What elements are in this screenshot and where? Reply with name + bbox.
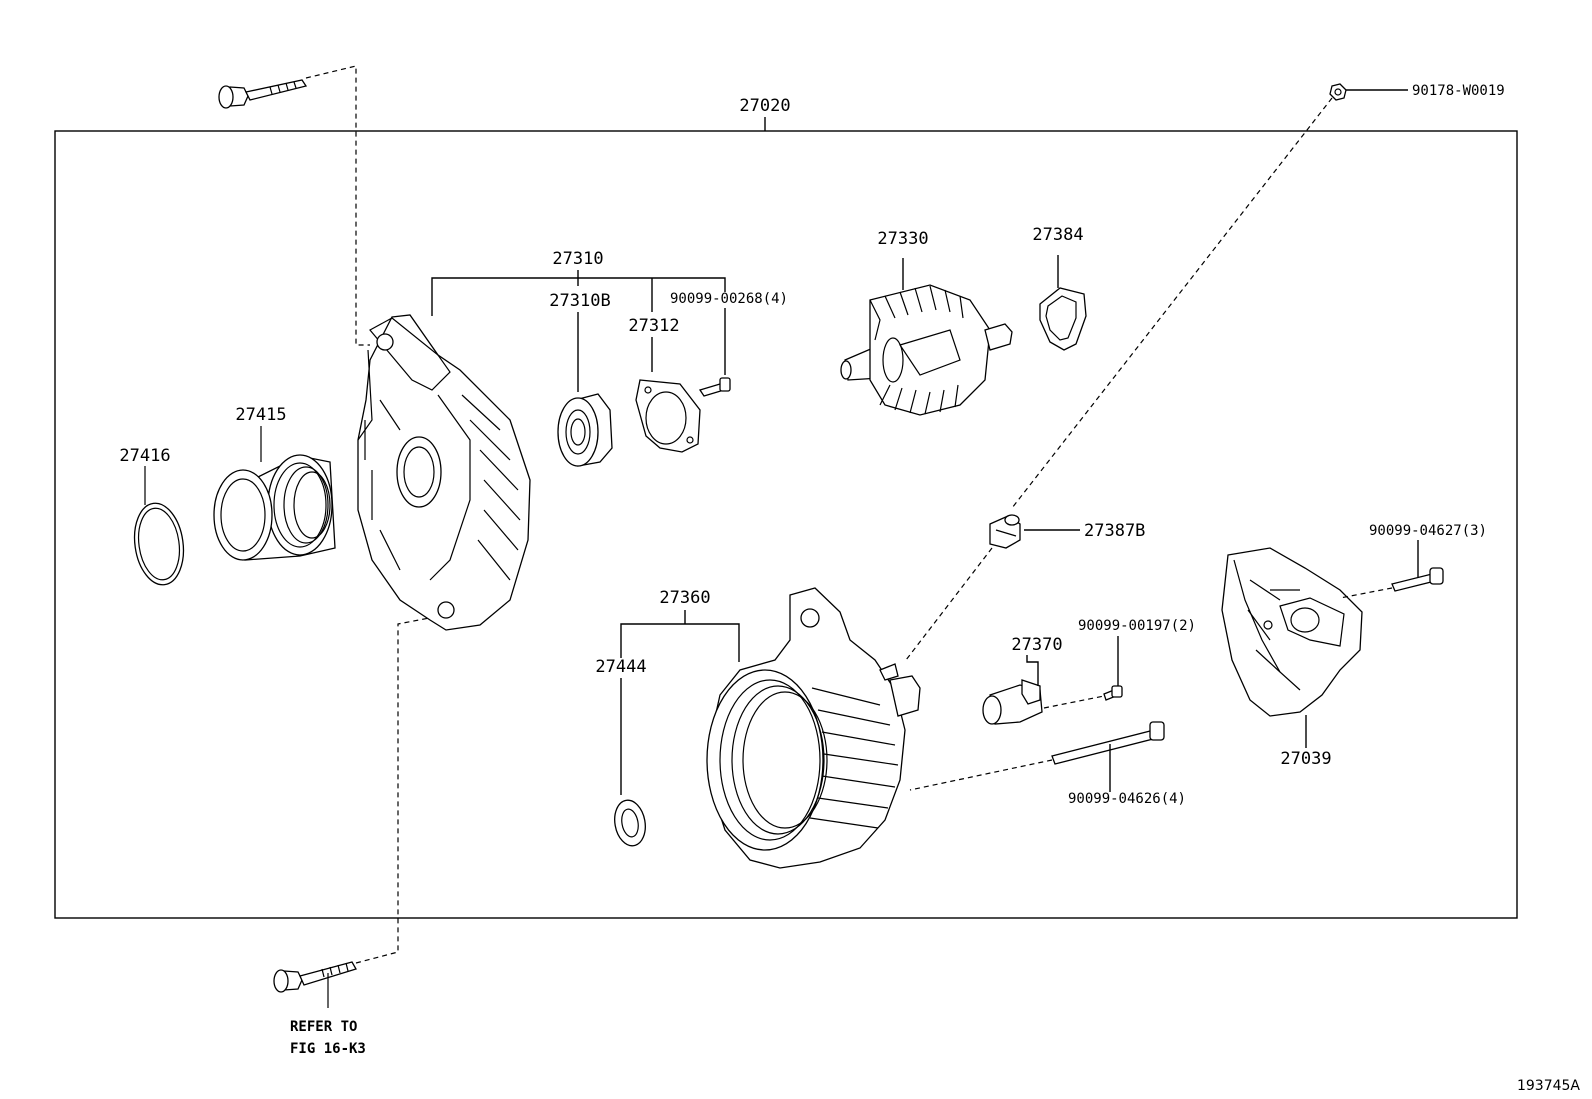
label-90099-04626: 90099-04626(4) [1068,791,1186,807]
part-27330-rotor[interactable] [840,284,1013,416]
label-27330: 27330 [877,229,928,249]
label-27444: 27444 [595,657,646,677]
figure-id: 193745A [1517,1078,1580,1094]
label-27387b: 27387B [1084,521,1145,541]
lower-through-bolt[interactable] [273,961,357,993]
part-27360-rectifier-end-frame[interactable] [706,587,921,869]
part-27312-retainer[interactable] [635,379,701,453]
refer-text-line1: REFER TO [290,1019,357,1035]
label-27020: 27020 [739,96,790,116]
bolt-90099-04626[interactable] [1051,721,1165,765]
label-27384: 27384 [1032,225,1083,245]
label-90178-w0019: 90178-W0019 [1412,83,1505,99]
assembly-frame [54,130,1518,919]
label-90099-00197: 90099-00197(2) [1078,618,1196,634]
part-27415-pulley[interactable] [213,454,336,561]
label-27312: 27312 [628,316,679,336]
part-27387b-insulator[interactable] [989,514,1021,549]
nut-90178-w0019[interactable] [1329,83,1347,101]
label-90099-00268: 90099-00268(4) [670,291,788,307]
label-90099-04627: 90099-04627(3) [1369,523,1487,539]
label-27310b: 27310B [549,291,610,311]
screw-90099-00197[interactable] [1103,685,1123,701]
part-27370-regulator[interactable] [982,679,1043,725]
part-27310b-bearing[interactable] [557,393,613,467]
part-27384-cover[interactable] [1039,287,1087,351]
bolt-90099-04627[interactable] [1391,567,1444,592]
part-27310-drive-end-frame[interactable] [357,314,531,631]
label-27360: 27360 [659,588,710,608]
screw-90099-00268[interactable] [698,377,731,397]
label-27310: 27310 [552,249,603,269]
part-27444-washer[interactable] [611,798,649,849]
label-27415: 27415 [235,405,286,425]
label-27416: 27416 [119,446,170,466]
part-27039-rear-cover[interactable] [1221,547,1363,717]
label-27370: 27370 [1011,635,1062,655]
part-27416-cap[interactable] [130,500,189,588]
upper-through-bolt[interactable] [218,79,308,109]
refer-text-line2: FIG 16-K3 [290,1041,366,1057]
label-27039: 27039 [1280,749,1331,769]
